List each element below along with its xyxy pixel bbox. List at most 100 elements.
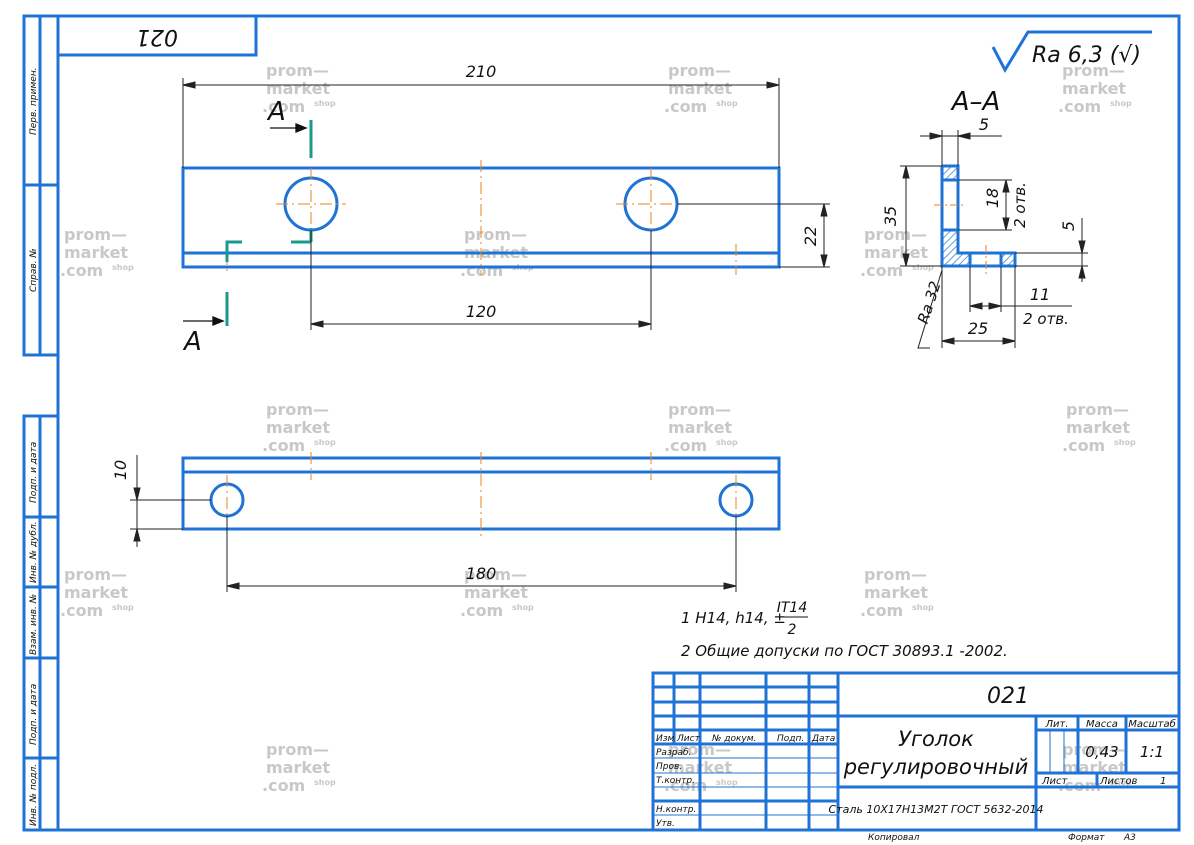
watermark-line: .com bbox=[664, 97, 707, 116]
watermark-shop: shop bbox=[912, 603, 934, 612]
tb-r-tkontr: Т.контр. bbox=[656, 776, 695, 786]
watermark-line: market bbox=[668, 418, 732, 437]
tb-col-mass: Масса bbox=[1086, 719, 1118, 730]
tb-sheet-label: Лист bbox=[1041, 776, 1069, 787]
dim-5-right: 5 bbox=[1059, 221, 1078, 231]
watermark-shop: shop bbox=[314, 99, 336, 108]
tb-sheets-label: Листов bbox=[1099, 776, 1137, 787]
watermark-line: prom— bbox=[266, 61, 329, 80]
tb-name-1: Уголок bbox=[898, 727, 974, 751]
watermark-line: market bbox=[1062, 79, 1126, 98]
designation-rotated: 021 bbox=[136, 24, 178, 49]
dim-22: 22 bbox=[801, 226, 820, 246]
watermark-line: .com bbox=[664, 776, 707, 795]
watermark-line: prom— bbox=[64, 225, 127, 244]
dim-180: 180 bbox=[466, 564, 497, 583]
roughness-text: Ra 6,3 (√) bbox=[1032, 43, 1141, 68]
watermark-line: prom— bbox=[266, 740, 329, 759]
stamp-podp-data-1: Подп. и дата bbox=[29, 442, 39, 503]
watermark-shop: shop bbox=[1114, 438, 1136, 447]
watermark-line: market bbox=[266, 758, 330, 777]
tb-name-2: регулировочный bbox=[843, 755, 1029, 779]
tb-h-izm: Изм bbox=[656, 734, 675, 744]
dim-11: 11 bbox=[1030, 285, 1050, 304]
stamp-vzam-inv: Взам. инв. № bbox=[29, 594, 39, 655]
watermark-shop: shop bbox=[716, 99, 738, 108]
tb-format: A3 bbox=[1123, 833, 1136, 843]
dim-210: 210 bbox=[466, 62, 497, 81]
designation-box: 021 bbox=[56, 14, 258, 57]
tb-col-scale: Масштаб bbox=[1128, 718, 1176, 730]
note-1-den: 2 bbox=[788, 622, 797, 638]
tb-col-lit: Лит. bbox=[1044, 719, 1068, 730]
watermark-line: prom— bbox=[668, 400, 731, 419]
tb-r-nkontr: Н.контр. bbox=[656, 805, 696, 815]
watermark-line: .com bbox=[860, 261, 903, 280]
front-view-dimensions bbox=[130, 455, 737, 592]
watermark-shop: shop bbox=[112, 263, 134, 272]
tb-format-label: Формат bbox=[1068, 833, 1105, 843]
tb-sheets: 1 bbox=[1160, 776, 1166, 787]
tb-material: Сталь 10Х17Н13М2Т ГОСТ 5632-2014 bbox=[829, 803, 1044, 816]
tb-scale: 1:1 bbox=[1140, 743, 1164, 761]
watermark-shop: shop bbox=[716, 778, 738, 787]
title-block-text: 021 Уголок регулировочный Сталь 10Х17Н13… bbox=[656, 684, 1176, 843]
stamp-inv-podl: Инв. № подл. bbox=[29, 764, 39, 826]
watermark-line: market bbox=[64, 583, 128, 602]
watermark-shop: shop bbox=[1110, 778, 1132, 787]
tb-h-sign: Подп. bbox=[777, 734, 804, 744]
dim-25: 25 bbox=[968, 319, 988, 338]
section-dimensions bbox=[900, 130, 1088, 349]
dim-18: 18 bbox=[983, 188, 1002, 208]
tb-r-utv: Утв. bbox=[656, 819, 675, 829]
tb-code: 021 bbox=[987, 684, 1029, 709]
front-view bbox=[181, 452, 781, 536]
stamp-sprav-nomer: Справ. № bbox=[29, 248, 39, 292]
watermark-line: prom— bbox=[266, 400, 329, 419]
watermark-line: .com bbox=[262, 436, 305, 455]
tb-h-doc: № докум. bbox=[711, 734, 756, 744]
note-1-num: IT14 bbox=[777, 600, 808, 616]
dim-holes-a: 2 отв. bbox=[1011, 182, 1029, 228]
watermark-line: prom— bbox=[464, 565, 527, 584]
watermark-line: market bbox=[668, 79, 732, 98]
tb-r-prov: Пров. bbox=[656, 762, 682, 772]
section-title: А–А bbox=[950, 87, 1001, 117]
technical-notes: 1 H14, h14, ± IT14 2 2 Общие допуски по … bbox=[681, 600, 1008, 660]
watermark-shop: shop bbox=[314, 778, 336, 787]
watermark-shop: shop bbox=[314, 438, 336, 447]
watermark-line: market bbox=[64, 243, 128, 262]
watermark-line: market bbox=[864, 243, 928, 262]
section-ra: Ra 32 bbox=[914, 279, 945, 326]
section-view bbox=[934, 164, 1017, 274]
dim-35: 35 bbox=[881, 206, 900, 226]
dim-holes-b: 2 отв. bbox=[1023, 310, 1069, 328]
note-2: 2 Общие допуски по ГОСТ 30893.1 -2002. bbox=[681, 642, 1008, 660]
dim-120: 120 bbox=[466, 302, 497, 321]
watermark-line: market bbox=[864, 583, 928, 602]
watermark-line: market bbox=[266, 79, 330, 98]
top-view-dimensions bbox=[182, 78, 830, 330]
roughness-symbol: Ra 6,3 (√) bbox=[991, 30, 1152, 74]
title-block bbox=[651, 671, 1181, 832]
watermark-line: .com bbox=[460, 601, 503, 620]
side-stamp-bottom bbox=[22, 414, 60, 832]
watermark: prom—market.com shop bbox=[60, 225, 134, 280]
watermark-line: prom— bbox=[864, 225, 927, 244]
title-block-thin bbox=[653, 730, 1065, 816]
watermark-shop: shop bbox=[1110, 99, 1132, 108]
side-stamp-top bbox=[22, 14, 60, 357]
watermark-line: .com bbox=[60, 261, 103, 280]
watermark-line: prom— bbox=[1066, 400, 1129, 419]
watermark-shop: shop bbox=[112, 603, 134, 612]
